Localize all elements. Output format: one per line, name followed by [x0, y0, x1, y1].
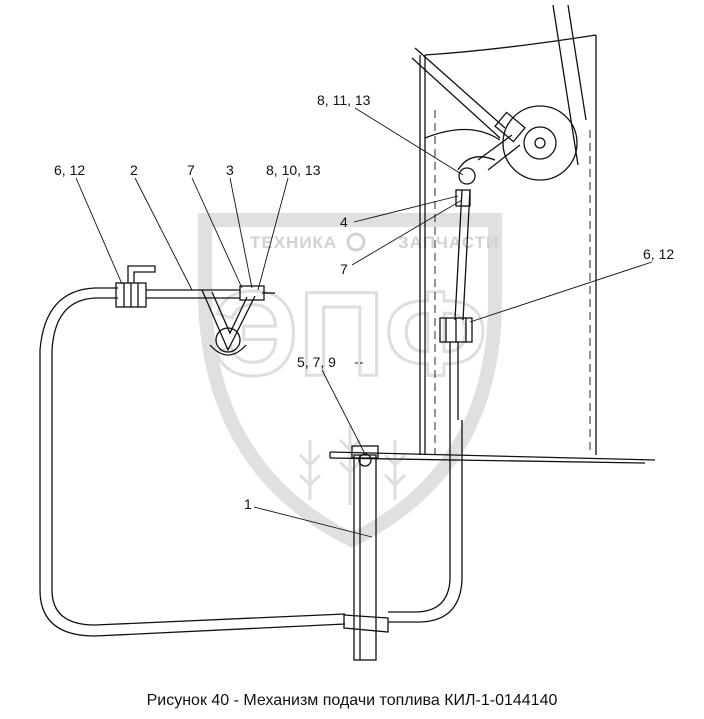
control-cable [39, 287, 463, 637]
callout-labels: 6, 12 2 7 3 8, 10, 13 8, 11, 13 4 7 6, 1… [54, 92, 674, 512]
callout-4: 4 [340, 214, 348, 230]
callout-8-11-13: 8, 11, 13 [317, 92, 371, 108]
upper-ball-joint [458, 167, 476, 185]
callout-5-7-9: 5, 7, 9 [297, 354, 336, 370]
left-cable-fitting [115, 265, 275, 308]
callout-2: 2 [130, 162, 138, 178]
callout-6-12-left: 6, 12 [54, 162, 85, 178]
watermark-text-left: ТЕХНИКА [250, 233, 337, 252]
callout-7-top: 7 [187, 162, 195, 178]
watermark-wheat-icon [298, 425, 407, 505]
lower-stand [343, 445, 389, 661]
leader-lines [75, 107, 653, 538]
callout-8-10-13: 8, 10, 13 [266, 162, 321, 178]
callout-3: 3 [226, 162, 234, 178]
left-lever [201, 289, 256, 356]
watermark-shield [198, 213, 502, 548]
callout-7-right: 7 [340, 261, 348, 277]
upper-lever [411, 47, 578, 185]
mounting-plate [419, 4, 597, 455]
watermark-gear-icon [346, 232, 366, 252]
figure-caption: Рисунок 40 - Механизм подачи топлива КИЛ… [147, 692, 558, 709]
watermark-logo: ЭПФ [213, 267, 487, 401]
callout-1: 1 [244, 496, 252, 512]
watermark-text-right: ЗАПЧАСТИ [398, 233, 499, 252]
vertical-rod [439, 189, 473, 420]
watermark: ТЕХНИКА ЗАПЧАСТИ ЭПФ [198, 213, 502, 548]
callout-6-12-right: 6, 12 [643, 246, 674, 262]
floor-plate [329, 451, 656, 464]
